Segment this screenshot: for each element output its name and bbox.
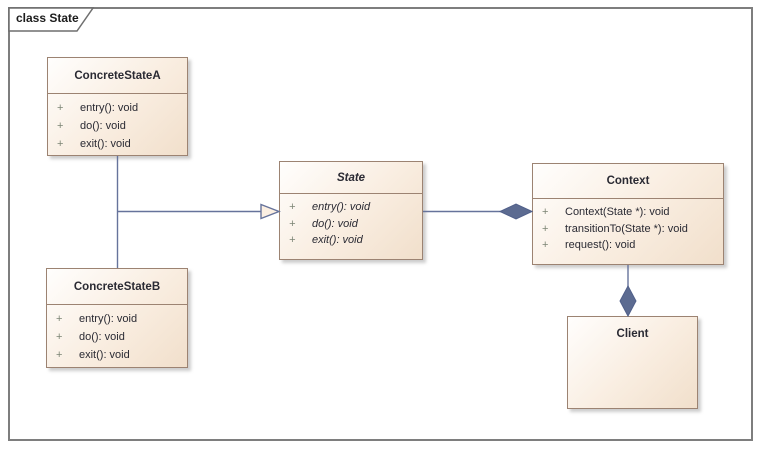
class-box-context[interactable]: Context + Context(State *): void + trans… bbox=[532, 163, 724, 265]
method-row: + do(): void bbox=[47, 328, 187, 346]
methods-compartment: + entry(): void + do(): void + exit(): v… bbox=[280, 194, 422, 249]
method-row: + do(): void bbox=[48, 117, 187, 135]
visibility-symbol: + bbox=[542, 222, 549, 235]
method-row: + exit(): void bbox=[48, 135, 187, 153]
visibility-symbol: + bbox=[56, 313, 63, 325]
class-box-concretestateb[interactable]: ConcreteStateB + entry(): void + do(): v… bbox=[46, 268, 188, 368]
visibility-symbol: + bbox=[542, 206, 549, 218]
method-signature: do(): void bbox=[80, 120, 126, 132]
visibility-symbol: + bbox=[56, 349, 63, 361]
method-signature: do(): void bbox=[79, 331, 125, 343]
method-signature: request(): void bbox=[565, 239, 636, 251]
method-row: + exit(): void bbox=[280, 232, 422, 249]
method-signature: exit(): void bbox=[79, 349, 130, 361]
visibility-symbol: + bbox=[289, 217, 296, 230]
class-name: ConcreteStateA bbox=[48, 58, 187, 94]
method-row: + transitionTo(State *): void bbox=[533, 221, 723, 238]
visibility-symbol: + bbox=[289, 201, 296, 213]
class-name: Client bbox=[616, 328, 649, 340]
method-row: + entry(): void bbox=[280, 199, 422, 216]
method-row: + entry(): void bbox=[47, 310, 187, 328]
method-signature: entry(): void bbox=[79, 313, 138, 325]
methods-compartment: + entry(): void + do(): void + exit(): v… bbox=[48, 94, 187, 153]
methods-compartment: + Context(State *): void + transitionTo(… bbox=[533, 199, 723, 254]
class-box-state[interactable]: State + entry(): void + do(): void + exi… bbox=[279, 161, 423, 260]
visibility-symbol: + bbox=[289, 234, 296, 246]
method-signature: transitionTo(State *): void bbox=[565, 222, 688, 235]
frame-title-label: class State bbox=[16, 11, 79, 25]
method-row: + entry(): void bbox=[48, 99, 187, 117]
visibility-symbol: + bbox=[542, 239, 549, 251]
visibility-symbol: + bbox=[57, 102, 64, 114]
method-signature: entry(): void bbox=[312, 201, 371, 213]
class-box-client[interactable]: Client bbox=[567, 316, 698, 409]
class-name: Context bbox=[533, 164, 723, 199]
method-signature: do(): void bbox=[312, 217, 358, 230]
visibility-symbol: + bbox=[57, 138, 64, 150]
class-name: ConcreteStateB bbox=[47, 269, 187, 305]
visibility-symbol: + bbox=[56, 331, 63, 343]
method-row: + do(): void bbox=[280, 216, 422, 233]
visibility-symbol: + bbox=[57, 120, 64, 132]
methods-compartment: + entry(): void + do(): void + exit(): v… bbox=[47, 305, 187, 364]
method-row: + request(): void bbox=[533, 237, 723, 254]
class-name: State bbox=[280, 162, 422, 194]
method-signature: exit(): void bbox=[80, 138, 131, 150]
method-signature: entry(): void bbox=[80, 102, 139, 114]
method-row: + Context(State *): void bbox=[533, 204, 723, 221]
class-box-concretestatea[interactable]: ConcreteStateA + entry(): void + do(): v… bbox=[47, 57, 188, 156]
method-signature: exit(): void bbox=[312, 234, 363, 246]
method-row: + exit(): void bbox=[47, 346, 187, 364]
method-signature: Context(State *): void bbox=[565, 206, 670, 218]
